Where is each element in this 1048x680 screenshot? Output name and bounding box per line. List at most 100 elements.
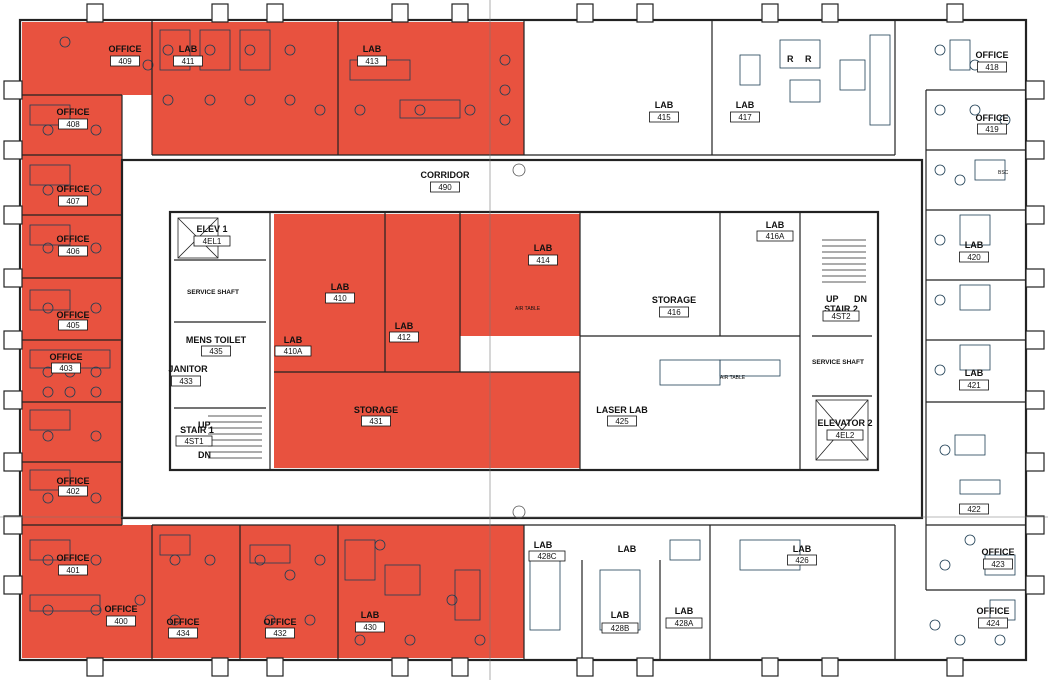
chair xyxy=(964,534,976,546)
room-number-4ST1: 4ST1 xyxy=(184,437,204,446)
room-number-423: 423 xyxy=(991,560,1005,569)
room-area-402 xyxy=(22,402,122,462)
column-left-0 xyxy=(3,80,23,100)
room-name-490: CORRIDOR xyxy=(421,170,470,180)
chair xyxy=(264,614,276,626)
chair xyxy=(464,104,476,116)
room-number-403: 403 xyxy=(59,364,73,373)
room-number-box-423 xyxy=(983,558,1013,570)
column-bottom-4 xyxy=(451,657,469,677)
room-area-431 xyxy=(274,372,580,468)
room-number-416: 416 xyxy=(667,308,681,317)
chair xyxy=(90,302,102,314)
room-number-box-415 xyxy=(649,111,679,123)
annotations: AIR TABLE AIR TABLE BSC UP DN UP DN R R xyxy=(198,54,1009,460)
column-right-8 xyxy=(1025,575,1045,595)
room-number-box-402 xyxy=(58,485,88,497)
room-number-434: 434 xyxy=(176,629,190,638)
room-name-411: LAB xyxy=(179,44,198,54)
column-bottom-5 xyxy=(576,657,594,677)
room-number-box-428A xyxy=(665,617,703,629)
chair xyxy=(934,364,946,376)
room-name-433: JANITOR xyxy=(168,364,208,374)
chair xyxy=(939,444,951,456)
column-bottom-0 xyxy=(86,657,104,677)
room-number-418: 418 xyxy=(985,63,999,72)
column-bottom-2 xyxy=(266,657,284,677)
right-partitions xyxy=(925,89,1026,591)
room-number-box-422 xyxy=(959,503,989,515)
room-number-box-4ST1 xyxy=(175,435,213,447)
room-name-414: LAB xyxy=(534,243,553,253)
column-right-2 xyxy=(1025,205,1045,225)
room-number-box-416 xyxy=(659,306,689,318)
column-top-1 xyxy=(211,3,229,23)
desk xyxy=(974,159,1006,181)
room-number-432: 432 xyxy=(273,629,287,638)
chair xyxy=(90,184,102,196)
room-name-410: LAB xyxy=(331,282,350,292)
room-name-423: OFFICE xyxy=(982,547,1015,557)
room-name-shaft2: SERVICE SHAFT xyxy=(812,359,864,366)
column-right-1 xyxy=(1025,140,1045,160)
desk xyxy=(959,214,991,246)
room-area-405 xyxy=(22,278,122,340)
chair xyxy=(42,386,54,398)
room-number-box-409 xyxy=(110,55,140,67)
room-name-4EL2: ELEVATOR 2 xyxy=(817,418,872,428)
chair xyxy=(90,604,102,616)
room-name-418: OFFICE xyxy=(976,50,1009,60)
column-top-9 xyxy=(946,3,964,23)
column-bottom-8 xyxy=(821,657,839,677)
desk xyxy=(954,434,986,456)
room-number-428A: 428A xyxy=(675,619,694,628)
stair1-up-label: UP xyxy=(198,420,211,430)
room-name-410A: LAB xyxy=(284,335,303,345)
desk xyxy=(719,359,781,377)
desk xyxy=(869,34,891,126)
room-number-409: 409 xyxy=(118,57,132,66)
room-name-432: OFFICE xyxy=(264,617,297,627)
room-number-4EL1: 4EL1 xyxy=(203,237,222,246)
room-name-430: LAB xyxy=(361,610,380,620)
room-number-4EL2: 4EL2 xyxy=(836,431,855,440)
chair xyxy=(162,94,174,106)
room-number-421: 421 xyxy=(967,381,981,390)
room-name-4ST2: STAIR 2 xyxy=(824,304,858,314)
chair xyxy=(934,164,946,176)
column-top-6 xyxy=(636,3,654,23)
chair xyxy=(90,386,102,398)
column-right-0 xyxy=(1025,80,1045,100)
column-top-3 xyxy=(391,3,409,23)
room-name-434: OFFICE xyxy=(167,617,200,627)
room-name-407: OFFICE xyxy=(57,184,90,194)
chair xyxy=(42,604,54,616)
chair xyxy=(499,114,511,126)
chair xyxy=(284,44,296,56)
room-number-435: 435 xyxy=(209,347,223,356)
room-number-box-424 xyxy=(978,617,1008,629)
room-number-400: 400 xyxy=(114,617,128,626)
grid-marker-bottom xyxy=(512,505,526,519)
chair xyxy=(284,569,296,581)
room-name-408: OFFICE xyxy=(57,107,90,117)
room-number-415: 415 xyxy=(657,113,671,122)
chair xyxy=(934,104,946,116)
chair xyxy=(134,594,146,606)
room-number-box-428C xyxy=(528,550,566,562)
room-number-box-434 xyxy=(168,627,198,639)
room-name-400: OFFICE xyxy=(105,604,138,614)
desk xyxy=(29,539,71,561)
chair xyxy=(59,36,71,48)
desk xyxy=(344,539,376,581)
room-number-box-408 xyxy=(58,118,88,130)
chair xyxy=(244,44,256,56)
room-number-box-420 xyxy=(959,251,989,263)
chair xyxy=(499,54,511,66)
chair xyxy=(64,386,76,398)
chair xyxy=(994,634,1006,646)
room-number-box-407 xyxy=(58,195,88,207)
chair xyxy=(354,634,366,646)
room-number-422: 422 xyxy=(967,505,981,514)
room-number-424: 424 xyxy=(986,619,1000,628)
